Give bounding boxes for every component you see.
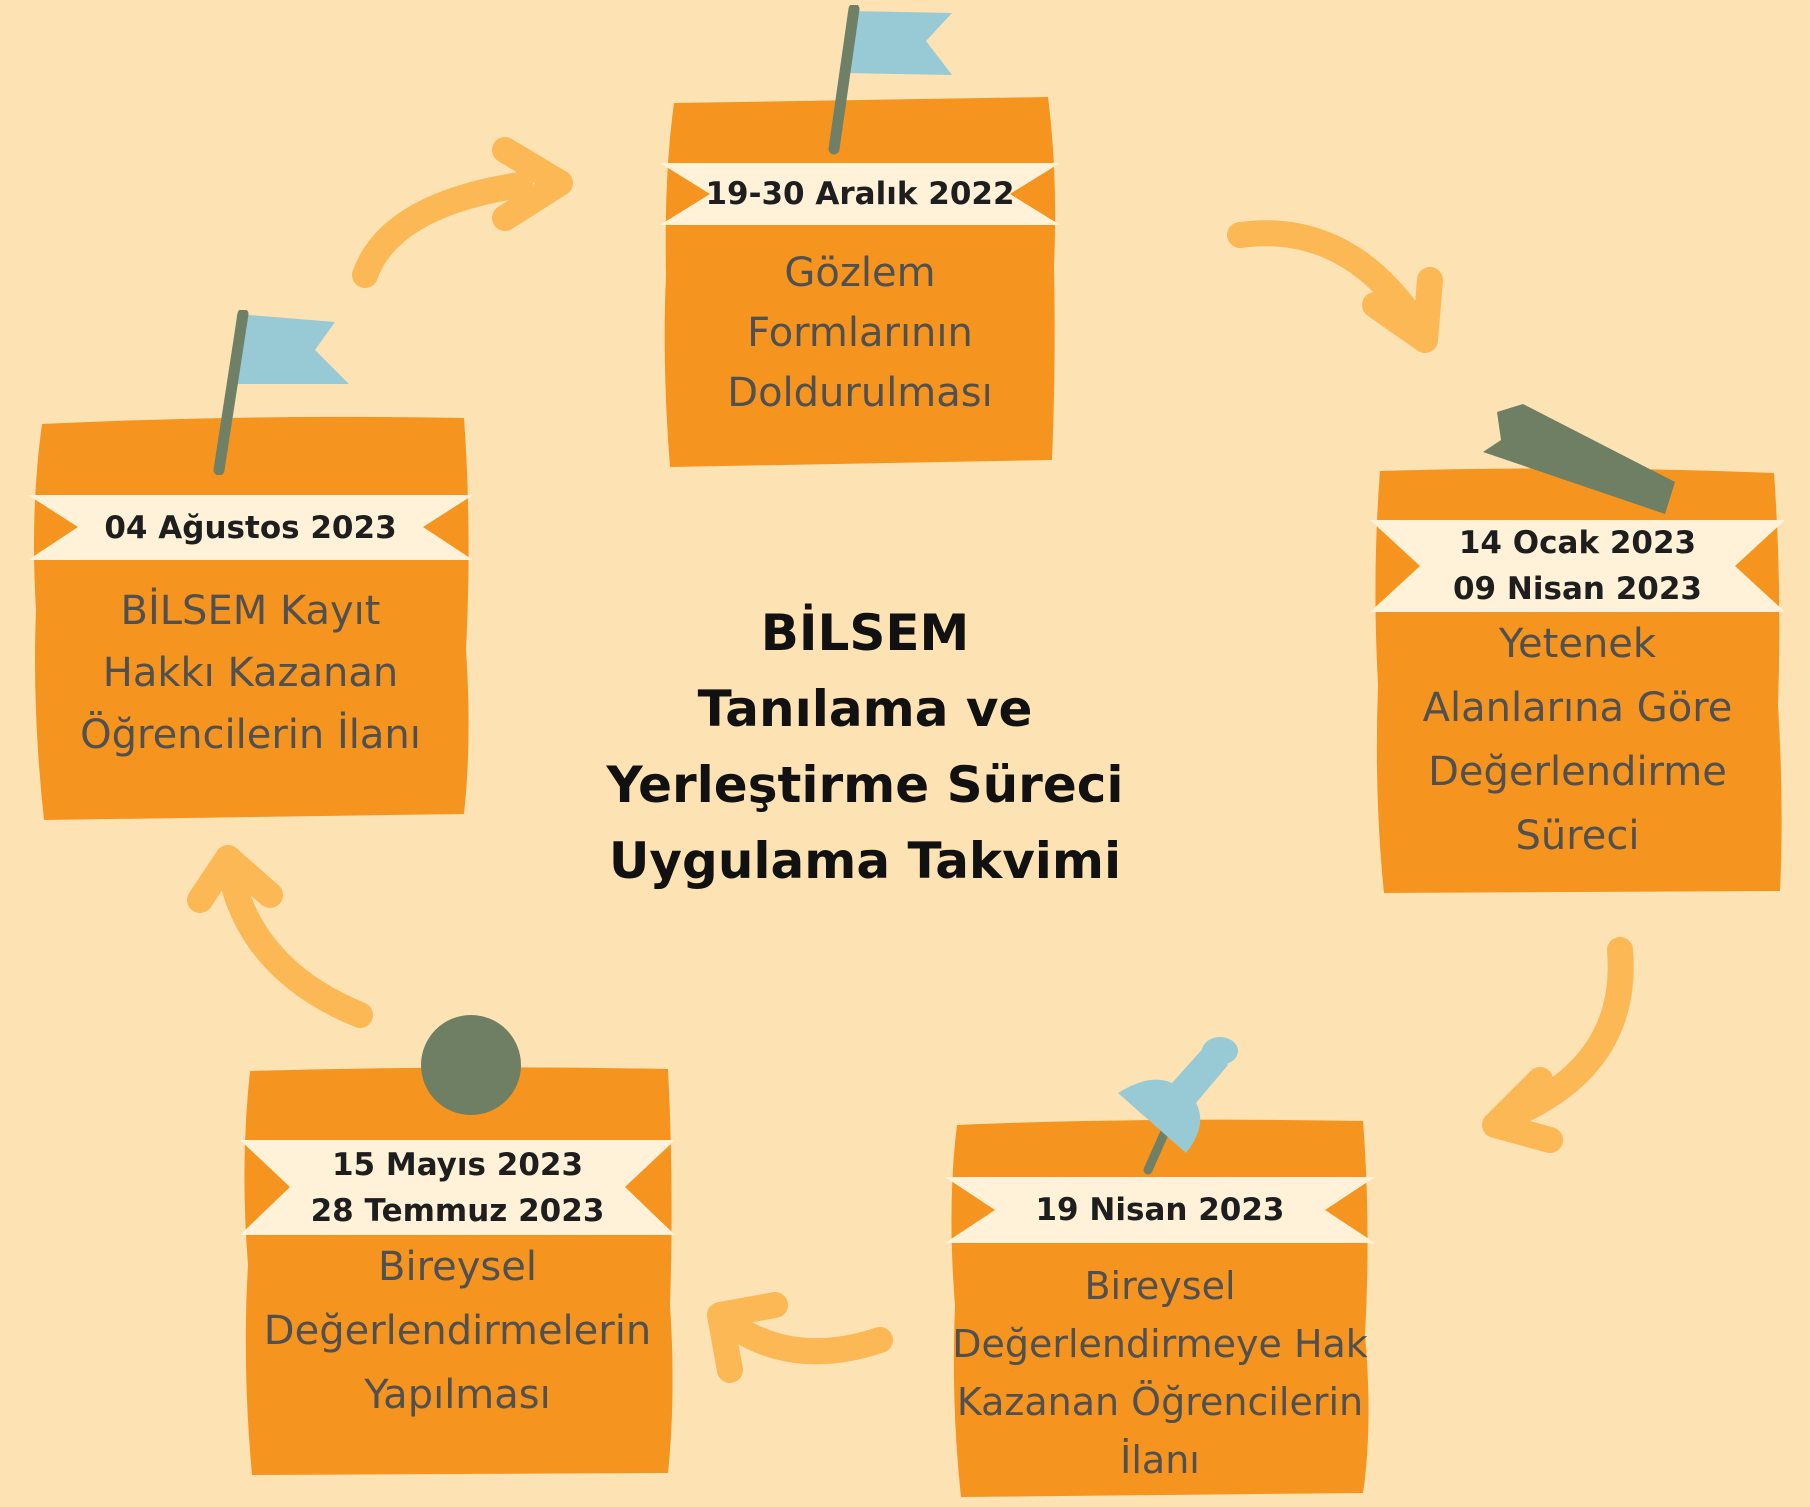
- date-line: 09 Nisan 2023: [1452, 571, 1702, 607]
- description-line: Değerlendirme: [1428, 749, 1727, 795]
- title-line: Uygulama Takvimi: [608, 832, 1122, 890]
- description-line: Formlarının: [747, 310, 973, 356]
- title-line: BİLSEM: [760, 604, 970, 662]
- description-line: Bireysel: [378, 1244, 537, 1290]
- date-line: 28 Temmuz 2023: [310, 1192, 605, 1229]
- title-line: Tanılama ve: [697, 680, 1033, 738]
- step-description: BİLSEM Kayıt Hakkı Kazanan Öğrencilerin …: [28, 580, 473, 766]
- date-ribbon: 15 Mayıs 2023 28 Temmuz 2023: [240, 1140, 675, 1235]
- arrow-icon: [187, 845, 373, 1028]
- round-pin-icon: [421, 1015, 521, 1115]
- flag-icon: [213, 310, 349, 475]
- description-line: Süreci: [1515, 813, 1640, 859]
- date-ribbon: 19 Nisan 2023: [945, 1177, 1375, 1243]
- description-line: Değerlendirmelerin: [263, 1308, 652, 1354]
- arrow-icon: [707, 1292, 893, 1383]
- arrow-icon: [1227, 220, 1443, 353]
- step-card-1: 19-30 Aralık 2022 Gözlem Formlarının Dol…: [660, 95, 1060, 470]
- description-line: Değerlendirmeye Hak: [952, 1322, 1368, 1366]
- step-card-3: 19 Nisan 2023 Bireysel Değerlendirmeye H…: [945, 1115, 1375, 1500]
- date-line: 14 Ocak 2023: [1458, 525, 1697, 561]
- description-line: Doldurulması: [727, 370, 993, 416]
- arrow-icon: [352, 137, 573, 288]
- date-line: 19 Nisan 2023: [1035, 1192, 1285, 1228]
- diagram-title: BİLSEM Tanılama ve Yerleştirme Süreci Uy…: [560, 595, 1170, 899]
- description-line: İlanı: [1120, 1438, 1200, 1482]
- step-description: Bireysel Değerlendirmelerin Yapılması: [240, 1235, 675, 1427]
- description-line: Hakkı Kazanan: [102, 650, 399, 696]
- arrow-icon: [1482, 937, 1634, 1153]
- step-card-5: 04 Ağustos 2023 BİLSEM Kayıt Hakkı Kazan…: [28, 410, 473, 825]
- pushpin-icon: [1118, 1037, 1238, 1175]
- flag-icon: [828, 5, 952, 155]
- date-ribbon: 14 Ocak 2023 09 Nisan 2023: [1370, 520, 1785, 612]
- date-ribbon: 19-30 Aralık 2022: [660, 163, 1060, 225]
- step-description: Bireysel Değerlendirmeye Hak Kazanan Öğr…: [945, 1257, 1375, 1489]
- description-line: Gözlem: [784, 250, 936, 296]
- date-ribbon: 04 Ağustos 2023: [28, 495, 473, 560]
- date-line: 04 Ağustos 2023: [104, 509, 397, 546]
- step-description: Yetenek Alanlarına Göre Değerlendirme Sü…: [1370, 612, 1785, 868]
- description-line: Yetenek: [1498, 621, 1657, 667]
- description-line: Öğrencilerin İlanı: [80, 712, 421, 758]
- step-card-4: 15 Mayıs 2023 28 Temmuz 2023 Bireysel De…: [240, 1065, 675, 1478]
- description-line: Kazanan Öğrencilerin: [956, 1380, 1364, 1424]
- tape-icon: [1483, 404, 1675, 514]
- description-line: BİLSEM Kayıt: [120, 588, 381, 634]
- description-line: Alanlarına Göre: [1422, 685, 1733, 731]
- description-line: Yapılması: [364, 1372, 551, 1418]
- date-line: 19-30 Aralık 2022: [705, 176, 1015, 212]
- title-line: Yerleştirme Süreci: [606, 756, 1124, 814]
- description-line: Bireysel: [1084, 1264, 1236, 1308]
- step-card-2: 14 Ocak 2023 09 Nisan 2023 Yetenek Alanl…: [1370, 465, 1785, 897]
- date-line: 15 Mayıs 2023: [331, 1146, 584, 1183]
- step-description: Gözlem Formlarının Doldurulması: [660, 243, 1060, 423]
